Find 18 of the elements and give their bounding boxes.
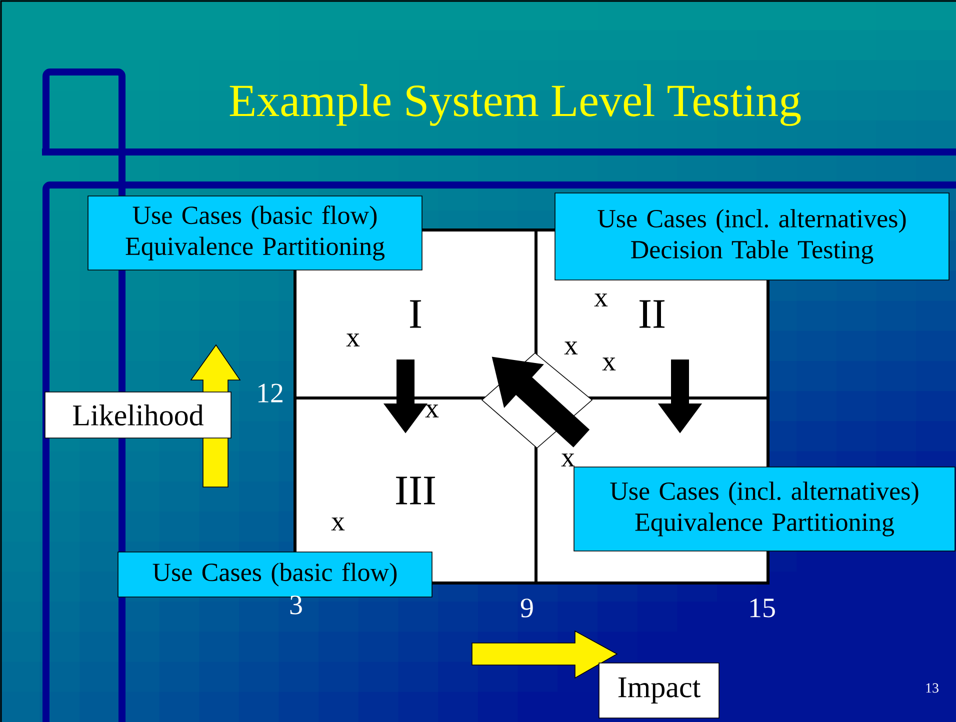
x-mark: x — [564, 342, 578, 354]
axis-number: 9 — [520, 598, 533, 618]
axis-label-box: Likelihood — [44, 392, 232, 438]
axis-number: 3 — [290, 596, 302, 614]
x-mark: x — [425, 404, 439, 418]
page-number: 13 — [926, 683, 938, 693]
axis-number: 15 — [750, 598, 775, 618]
x-mark: x — [602, 358, 616, 370]
callout-box: Use Cases (basic flow) Equivalence Partitioning — [88, 196, 422, 270]
x-mark: x — [594, 294, 608, 306]
x-mark: x — [561, 454, 575, 466]
axis-number: 12 — [258, 384, 282, 402]
x-mark: x — [346, 334, 360, 346]
x-mark: x — [331, 518, 345, 530]
axis-label-box: Impact — [598, 662, 720, 718]
callout-box: Use Cases (incl. alternatives) Decision Table Testing — [554, 192, 950, 280]
callout-box: Use Cases (incl. alternatives) Equivalence Partitioning — [574, 466, 956, 552]
slide-title: Example System Level Testing — [230, 84, 801, 126]
